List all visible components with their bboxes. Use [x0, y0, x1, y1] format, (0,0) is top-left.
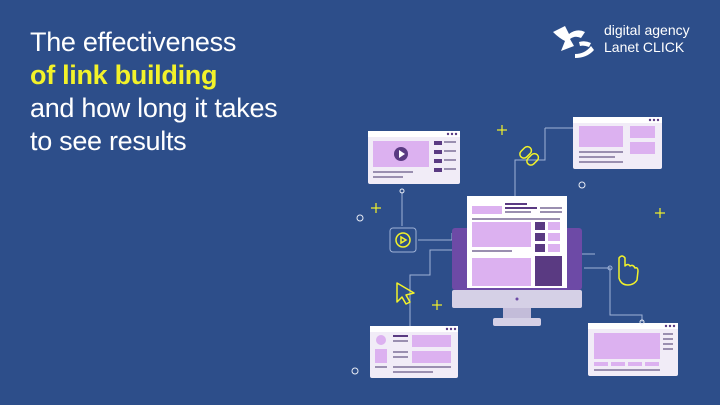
lanet-click-logo-icon [553, 26, 594, 58]
brand-tagline: digital agency [604, 22, 690, 38]
video-play-icon [394, 147, 408, 161]
headline: The effectiveness of link building and h… [30, 26, 360, 158]
headline-line-3: and how long it takes [30, 93, 278, 123]
headline-line-1: The effectiveness [30, 27, 237, 57]
play-button-icon [389, 227, 417, 253]
hand-pointer-icon [607, 255, 639, 286]
brand-name: digital agency Lanet CLICK [604, 22, 690, 56]
brand-wordmark: Lanet CLICK [604, 39, 685, 55]
profile-window [370, 326, 458, 378]
decorative-circles [351, 181, 645, 375]
chain-link-icon [519, 145, 540, 166]
gallery-window [588, 323, 678, 376]
video-window [368, 131, 460, 184]
brand: digital agency Lanet CLICK [551, 22, 711, 62]
headline-highlight: of link building [30, 60, 218, 90]
webpage-window [467, 196, 567, 288]
headline-line-4: to see results [30, 126, 187, 156]
article-window [573, 117, 662, 169]
cursor-arrow-icon [396, 282, 415, 305]
sparkle-plus-icon [371, 125, 665, 310]
